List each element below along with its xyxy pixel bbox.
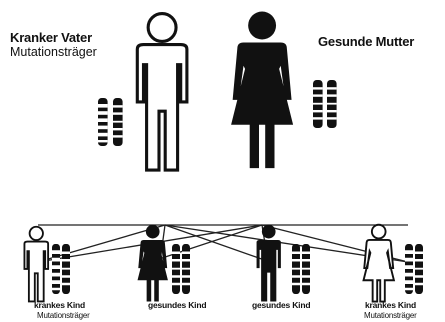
child-1-figure (23, 225, 50, 303)
child-4-subtitle: Mutationsträger (364, 311, 417, 320)
father-chromosomes (98, 98, 123, 146)
mother-figure (231, 11, 294, 169)
inheritance-lines (37, 224, 409, 263)
father-figure (135, 12, 189, 172)
child-4-figure (362, 223, 395, 303)
father-title: Kranker Vater (10, 30, 92, 45)
child-3-title: gesundes Kind (252, 300, 311, 310)
child-1-subtitle: Mutationsträger (37, 311, 90, 320)
child-3-figure (256, 224, 281, 302)
mother-chromosomes (313, 80, 337, 128)
child-4-chromosomes (405, 244, 423, 294)
father-subtitle: Mutationsträger (10, 45, 97, 59)
child-3-chromosomes (292, 244, 310, 294)
mother-title: Gesunde Mutter (318, 34, 415, 49)
child-1-title: krankes Kind (34, 300, 85, 310)
child-2-title: gesundes Kind (148, 300, 207, 310)
child-1-chromosomes (52, 244, 70, 294)
child-4-title: krankes Kind (365, 300, 416, 310)
